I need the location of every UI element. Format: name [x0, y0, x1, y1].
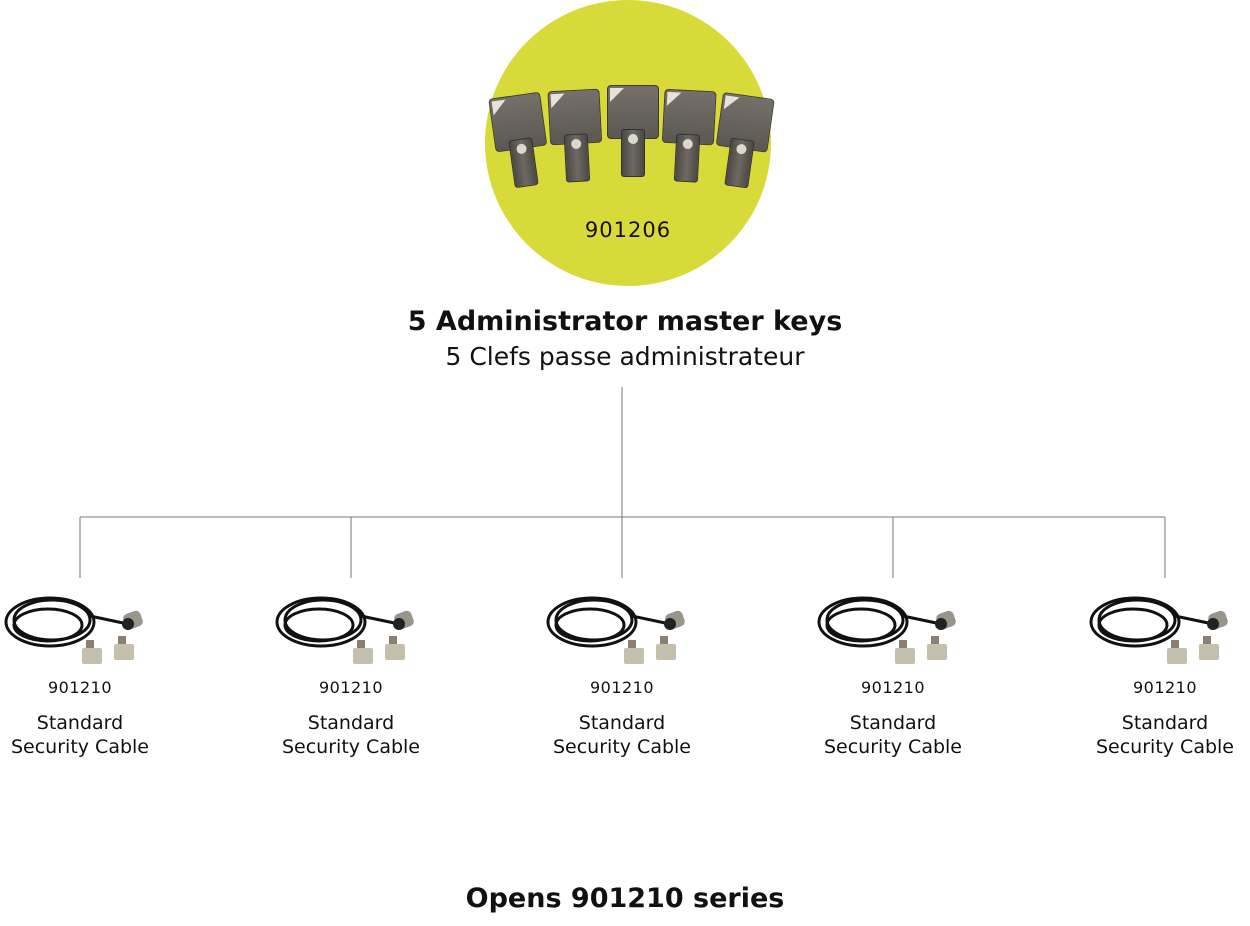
security-cable-icon	[275, 596, 414, 664]
product-label-line2: Security Cable	[10, 736, 149, 758]
product-label-line1: Standard	[36, 712, 124, 734]
product-code: 901210	[1132, 678, 1198, 697]
product-label-line2: Security Cable	[552, 736, 691, 758]
product-label-line1: Standard	[578, 712, 666, 734]
product-label-line1: Standard	[849, 712, 937, 734]
security-cable-icon	[546, 596, 685, 664]
master-key-icon	[488, 91, 551, 198]
security-cable-icon	[1089, 596, 1228, 664]
master-subtitle: 5 Clefs passe administrateur	[445, 342, 805, 371]
master-keys-image	[488, 85, 775, 198]
product-label-line2: Security Cable	[823, 736, 962, 758]
product-label-line1: Standard	[307, 712, 395, 734]
product-label-line2: Security Cable	[1095, 736, 1234, 758]
master-key-icon	[659, 88, 717, 191]
master-key-icon	[709, 92, 775, 198]
master-key-icon	[607, 85, 659, 185]
footer-caption: Opens 901210 series	[465, 883, 785, 914]
master-title: 5 Administrator master keys	[407, 306, 843, 337]
security-cable-icon	[817, 596, 956, 664]
product-code: 901210	[47, 678, 113, 697]
security-cable-icon	[4, 596, 143, 664]
master-key-code: 901206	[584, 218, 672, 242]
product-label-line1: Standard	[1121, 712, 1209, 734]
product-code: 901210	[860, 678, 926, 697]
product-label-line2: Security Cable	[281, 736, 420, 758]
product-code: 901210	[318, 678, 384, 697]
master-key-icon	[547, 88, 603, 191]
product-code: 901210	[589, 678, 655, 697]
